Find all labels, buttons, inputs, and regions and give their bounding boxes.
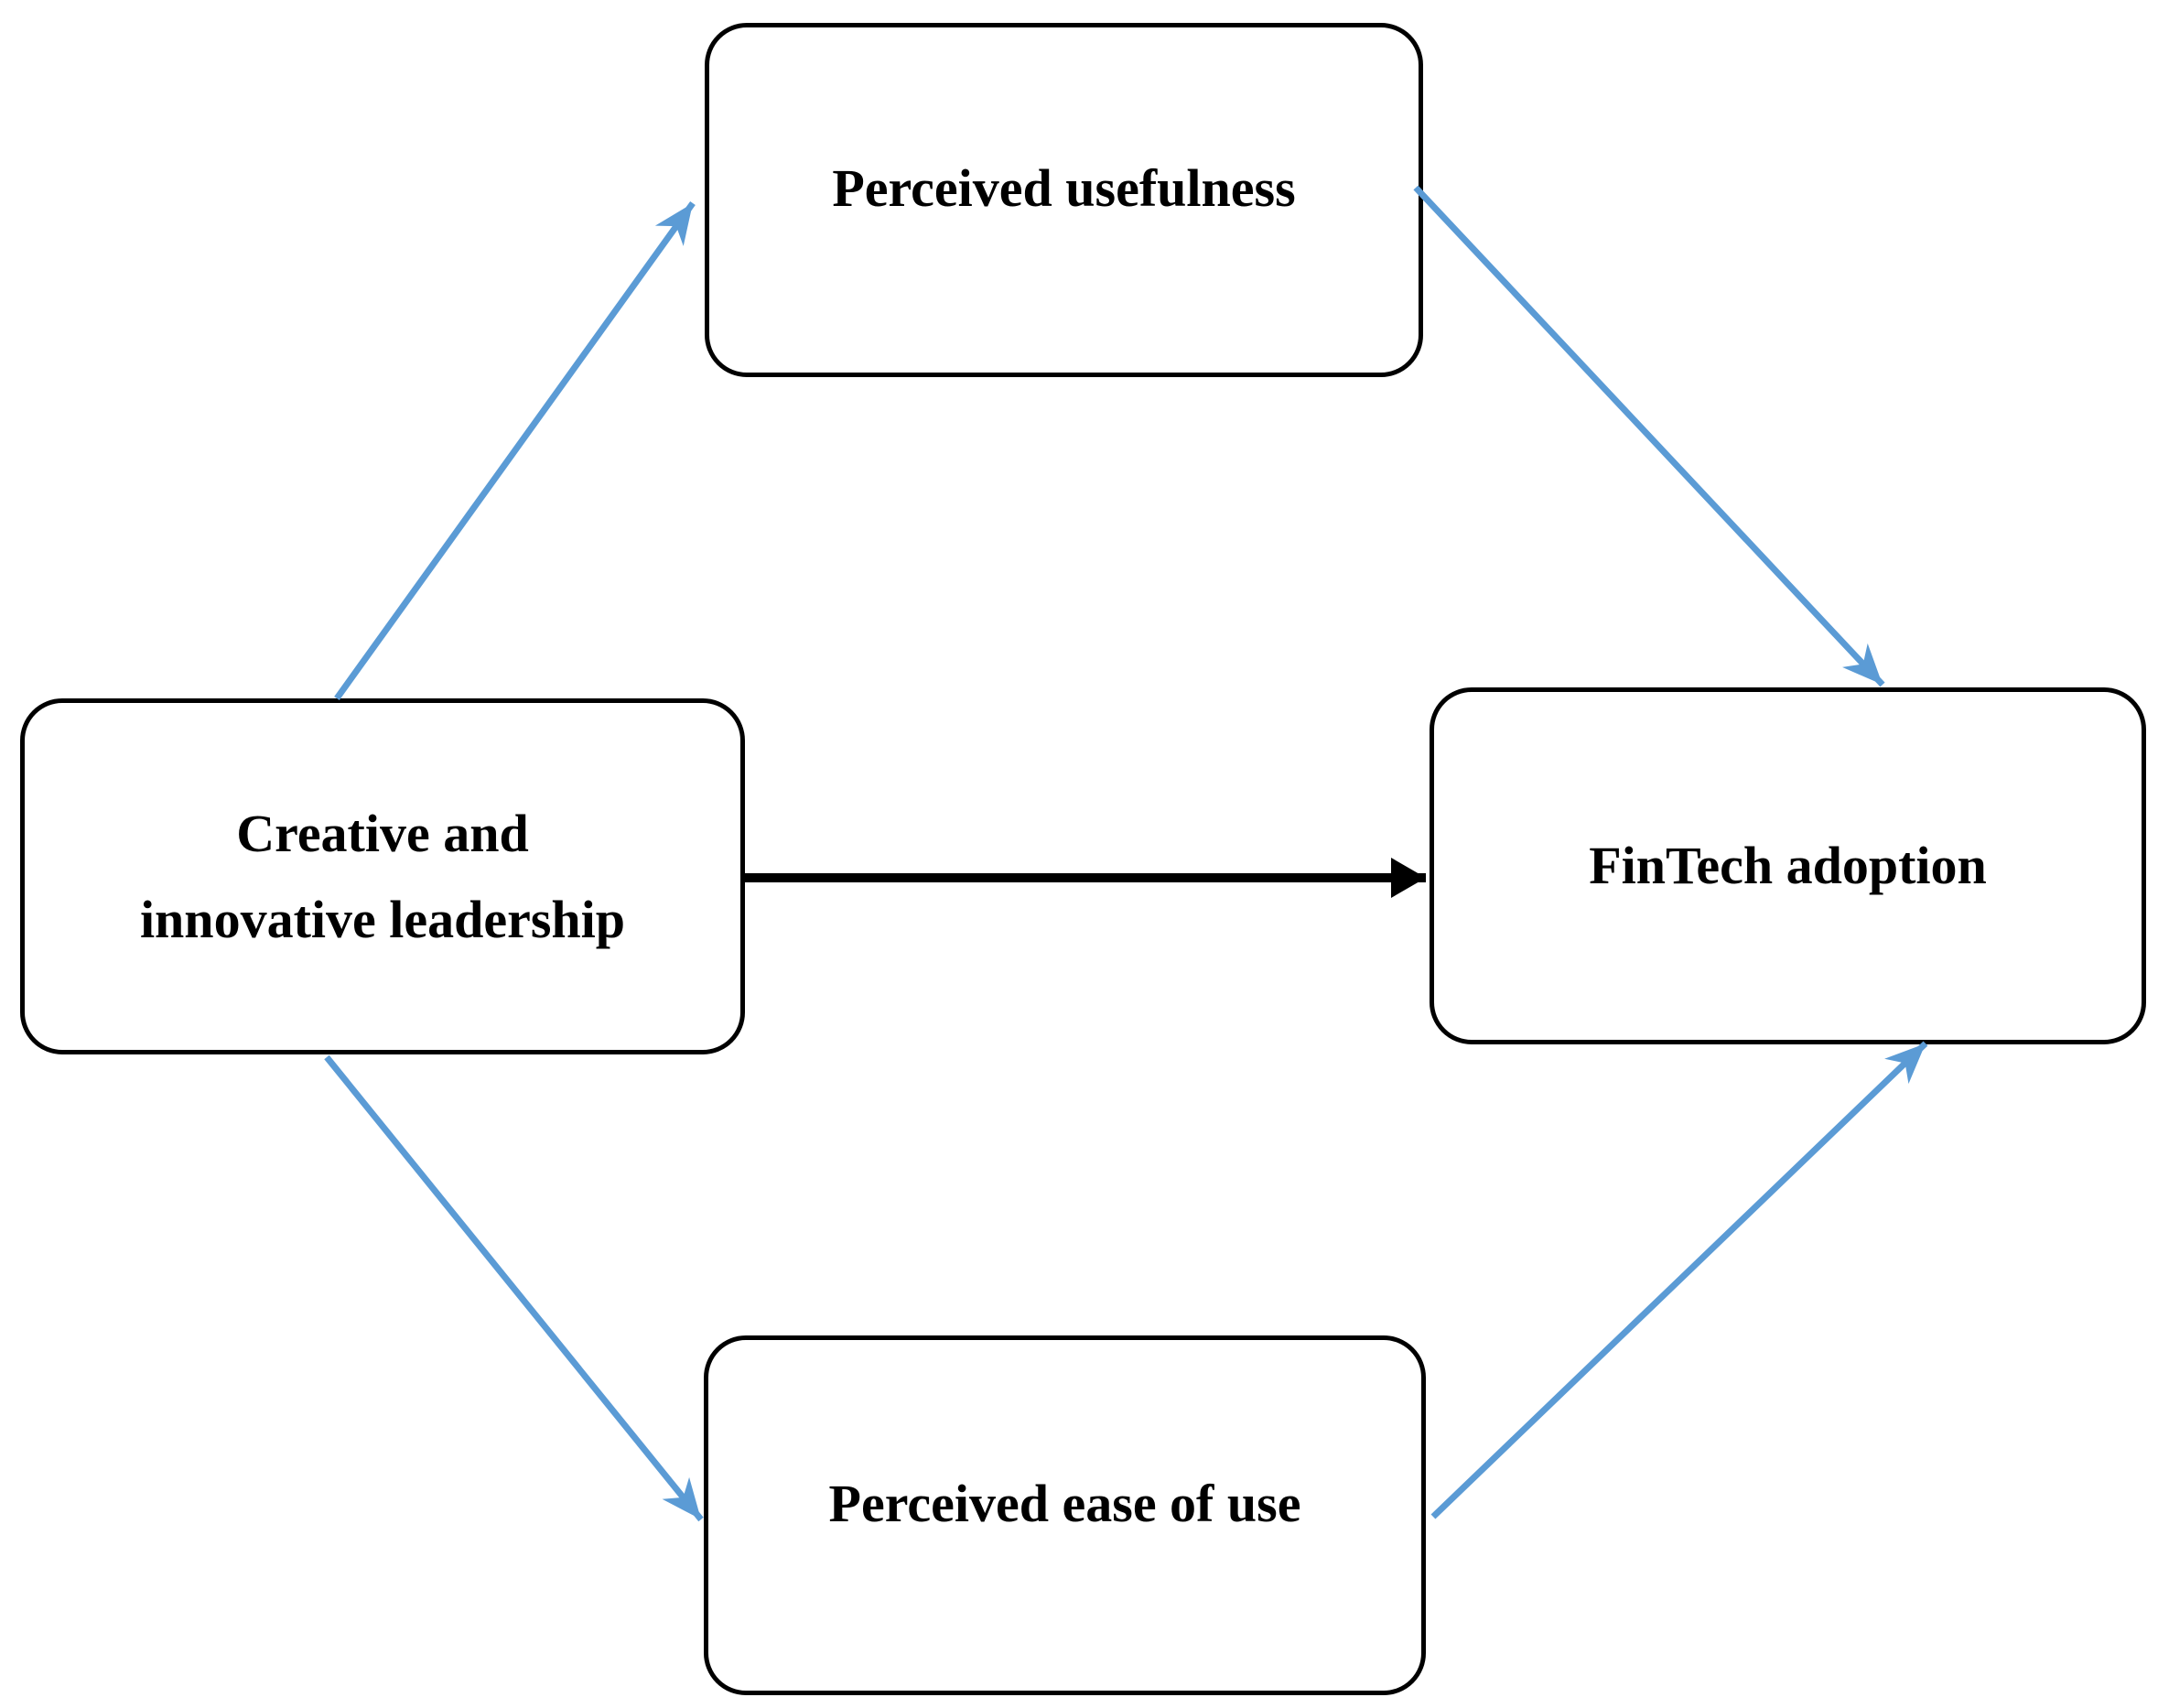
arrow-cil-to-perceived-ease-of-use bbox=[324, 1054, 704, 1522]
label-line-1: Creative and bbox=[236, 803, 529, 863]
node-perceived-ease-of-use-label: Perceived ease of use bbox=[828, 1473, 1301, 1533]
node-creative-innovative-leadership: Creative and innovative leadership bbox=[20, 698, 745, 1054]
node-fintech-adoption: FinTech adoption bbox=[1430, 687, 2146, 1044]
label-line-2: innovative leadership bbox=[139, 889, 626, 949]
arrow-perceived-usefulness-to-fintech bbox=[1413, 185, 1885, 687]
arrow-perceived-ease-of-use-to-fintech bbox=[1430, 1041, 1928, 1519]
node-fintech-adoption-label: FinTech adoption bbox=[1589, 836, 1987, 896]
node-perceived-usefulness: Perceived usefulness bbox=[705, 23, 1423, 377]
arrow-cil-to-perceived-usefulness bbox=[334, 200, 696, 701]
node-perceived-ease-of-use: Perceived ease of use bbox=[704, 1335, 1426, 1695]
node-creative-innovative-leadership-label: Creative and innovative leadership bbox=[140, 791, 625, 963]
node-perceived-usefulness-label: Perceived usefulness bbox=[832, 157, 1296, 218]
